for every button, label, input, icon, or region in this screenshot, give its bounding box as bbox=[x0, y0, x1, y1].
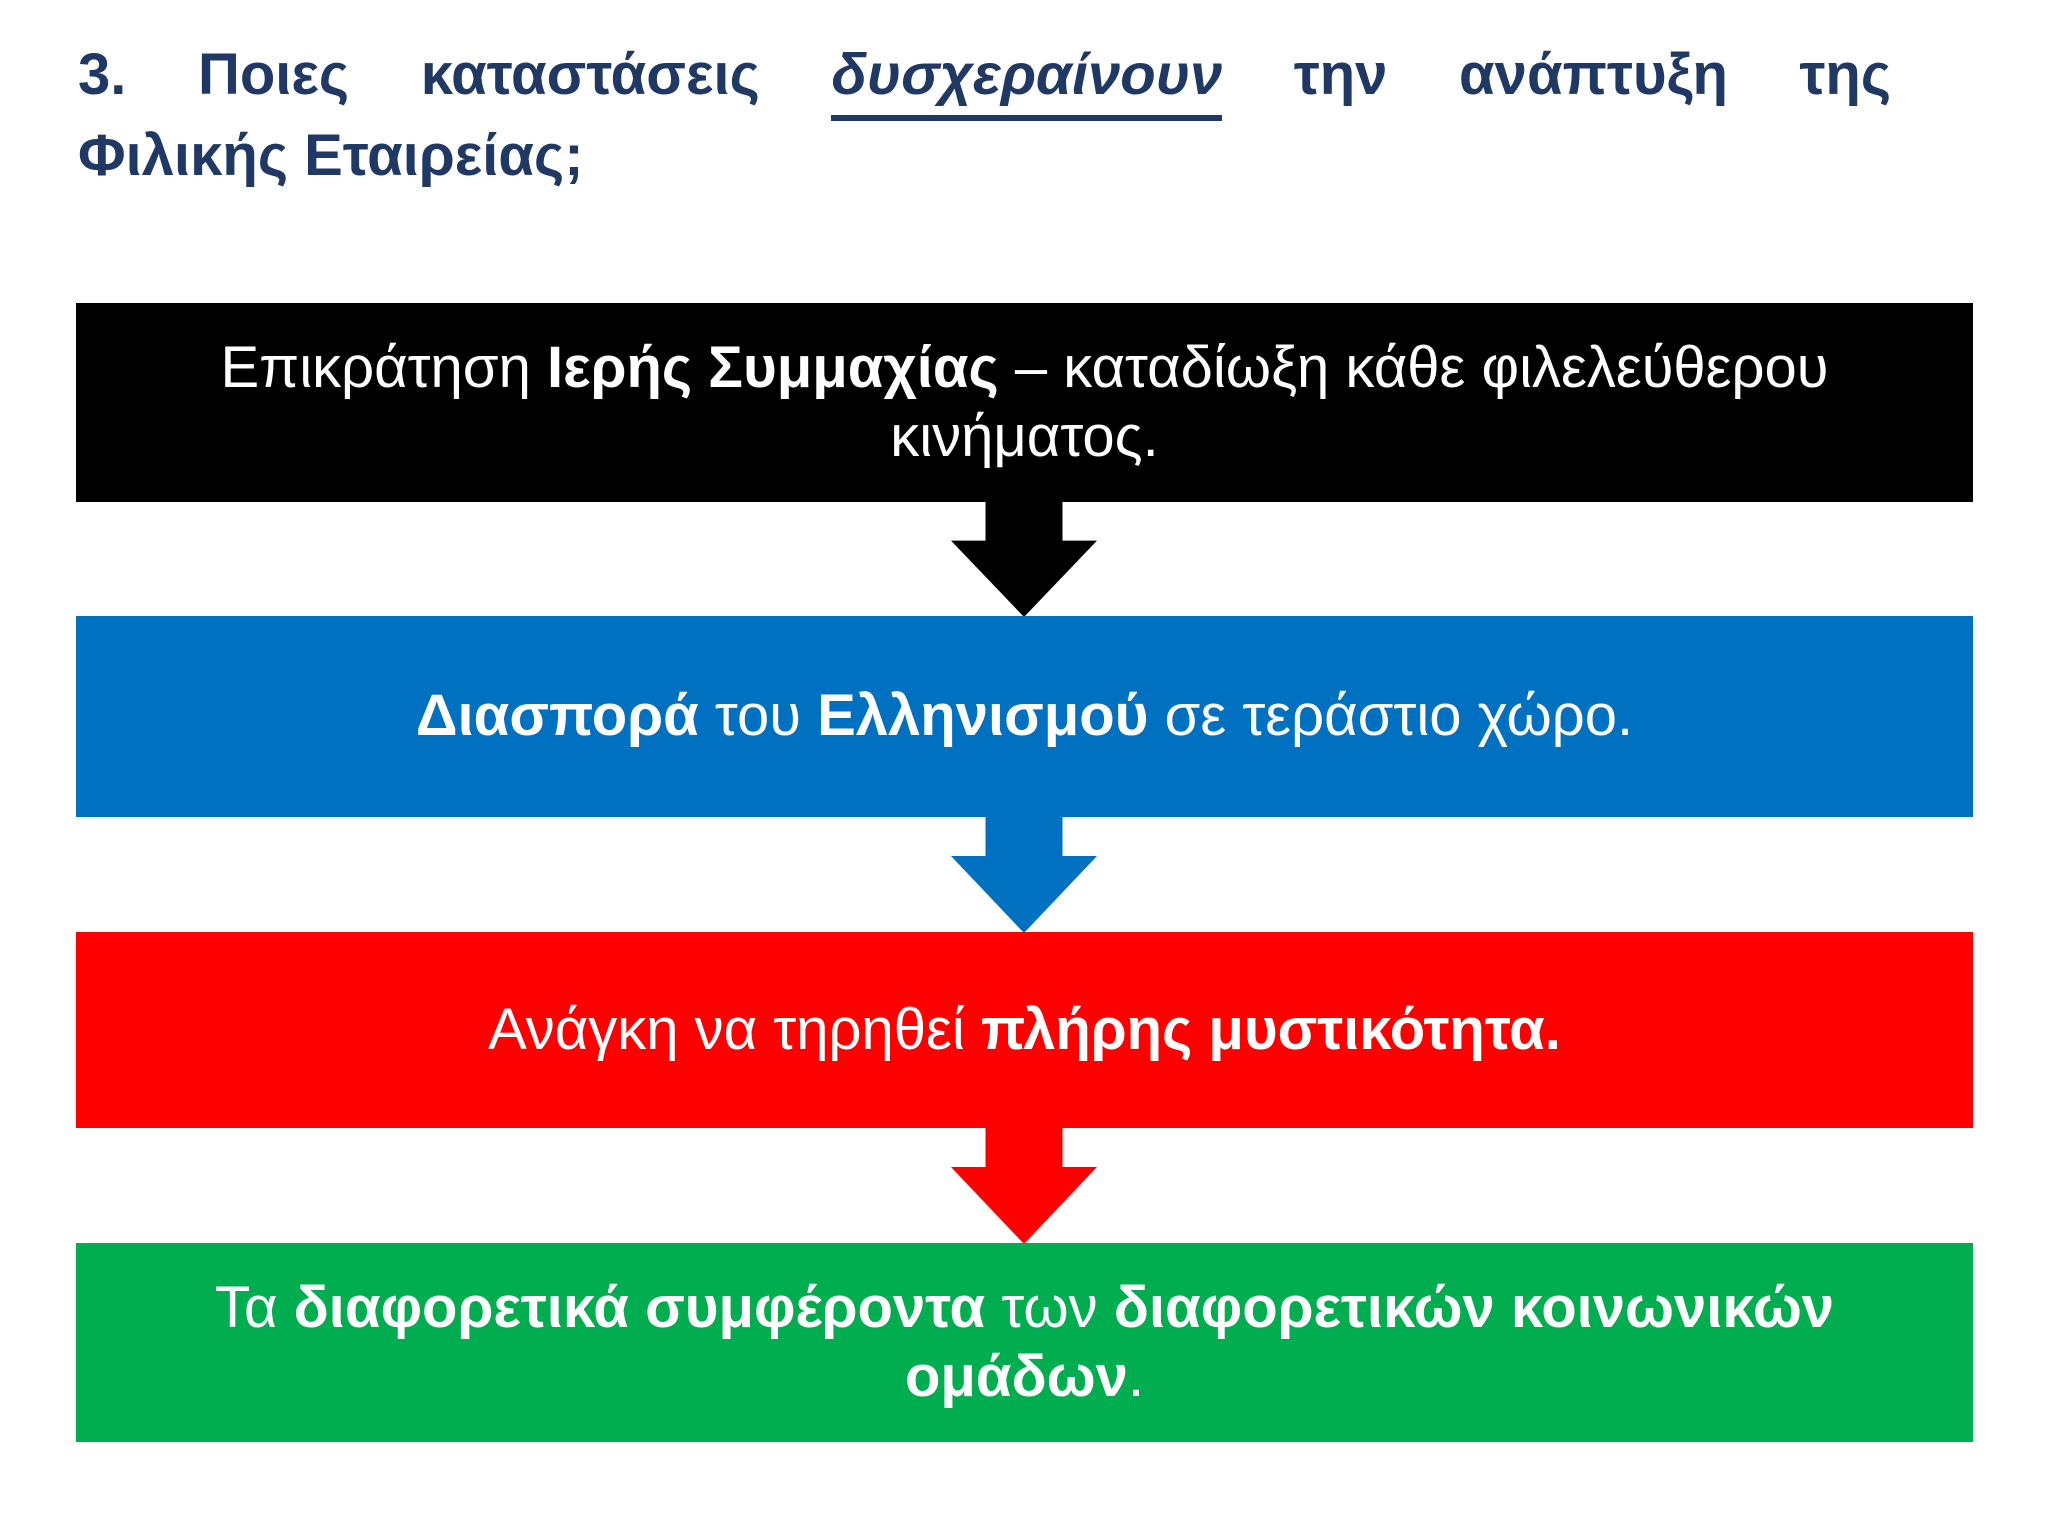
title-word: ανάπτυξη bbox=[1459, 42, 1728, 107]
title-line-2: Φιλικής Εταιρείας; bbox=[78, 122, 584, 188]
emphasized-word: δυσχεραίνουν bbox=[831, 40, 1223, 121]
title-word: 3. bbox=[78, 42, 127, 107]
title-word: Ποιες bbox=[197, 42, 350, 107]
box-text-line: Ανάγκη να τηρηθεί πλήρης μυστικότητα. bbox=[488, 996, 1561, 1062]
box-text-line: Τα διαφορετικά συμφέροντα των διαφορετικ… bbox=[214, 1275, 1835, 1341]
box-diaspora: Διασπορά του Ελληνισμού σε τεράστιο χώρο… bbox=[76, 616, 1973, 817]
title-word: καταστάσεις bbox=[420, 42, 760, 107]
down-arrow-icon bbox=[951, 817, 1097, 933]
down-arrow-icon bbox=[951, 502, 1097, 617]
title-word: την bbox=[1293, 42, 1388, 107]
box-secrecy: Ανάγκη να τηρηθεί πλήρης μυστικότητα. bbox=[76, 932, 1973, 1128]
box-text-line: Διασπορά του Ελληνισμού σε τεράστιο χώρο… bbox=[415, 683, 1634, 749]
title-word: της bbox=[1799, 42, 1891, 107]
box-text-line: Επικράτηση Ιερής Συμμαχίας – καταδίωξη κ… bbox=[220, 335, 1829, 401]
title-line-1: 3. Ποιες καταστάσεις δυσχεραίνουν την αν… bbox=[78, 40, 1891, 121]
down-arrow-icon bbox=[951, 1128, 1097, 1244]
box-text-line: ομάδων. bbox=[904, 1343, 1145, 1409]
page-title: 3. Ποιες καταστάσεις δυσχεραίνουν την αν… bbox=[78, 40, 1891, 192]
box-holy-alliance: Επικράτηση Ιερής Συμμαχίας – καταδίωξη κ… bbox=[76, 303, 1973, 502]
box-text-line: κινήματος. bbox=[890, 403, 1159, 469]
box-different-interests: Τα διαφορετικά συμφέροντα των διαφορετικ… bbox=[76, 1243, 1973, 1442]
